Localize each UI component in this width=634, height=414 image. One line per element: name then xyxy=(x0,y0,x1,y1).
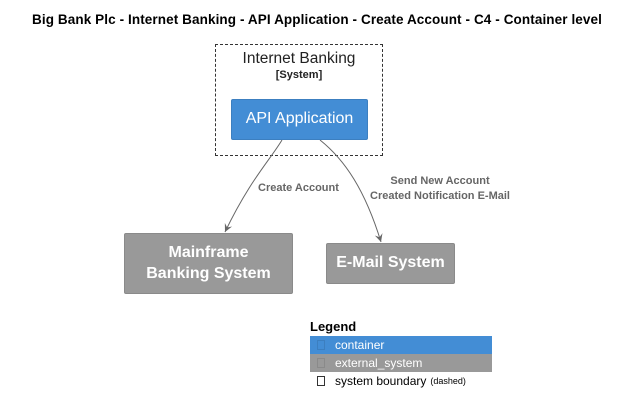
mainframe-banking-system-node[interactable]: Mainframe Banking System xyxy=(124,233,293,294)
boundary-label: Internet Banking xyxy=(242,50,356,67)
legend-item-system-boundary: system boundary (dashed) xyxy=(310,372,492,390)
api-application-label: API Application xyxy=(245,110,354,128)
diagram-title: Big Bank Plc - Internet Banking - API Ap… xyxy=(32,12,602,27)
container-swatch-icon xyxy=(317,340,325,350)
edge-send-notification xyxy=(319,139,383,243)
api-application-node[interactable]: API Application xyxy=(231,99,368,140)
legend-item-note: (dashed) xyxy=(430,376,466,386)
email-system-label: E-Mail System xyxy=(336,254,445,272)
edge-label-send-notification: Send New Account Created Notification E-… xyxy=(365,174,515,204)
edge-label-create-account: Create Account xyxy=(258,182,339,194)
boundary-swatch-icon xyxy=(317,376,325,386)
legend-item-label: external_system xyxy=(335,356,423,370)
edge-create-account xyxy=(224,139,283,233)
legend-item-container: container xyxy=(310,336,492,354)
mainframe-banking-system-label: Mainframe Banking System xyxy=(146,243,271,282)
email-system-node[interactable]: E-Mail System xyxy=(326,243,455,284)
boundary-type: [System] xyxy=(275,69,323,81)
legend-item-external-system: external_system xyxy=(310,354,492,372)
legend: Legend container external_system system … xyxy=(310,319,492,390)
legend-item-label: container xyxy=(335,338,385,352)
legend-item-label: system boundary xyxy=(335,374,427,388)
edge-label-send-line1: Send New Account xyxy=(390,175,490,187)
legend-title: Legend xyxy=(310,319,357,334)
external-system-swatch-icon xyxy=(317,358,325,368)
system-boundary xyxy=(215,44,383,156)
edge-label-send-line2: Created Notification E-Mail xyxy=(370,190,510,202)
